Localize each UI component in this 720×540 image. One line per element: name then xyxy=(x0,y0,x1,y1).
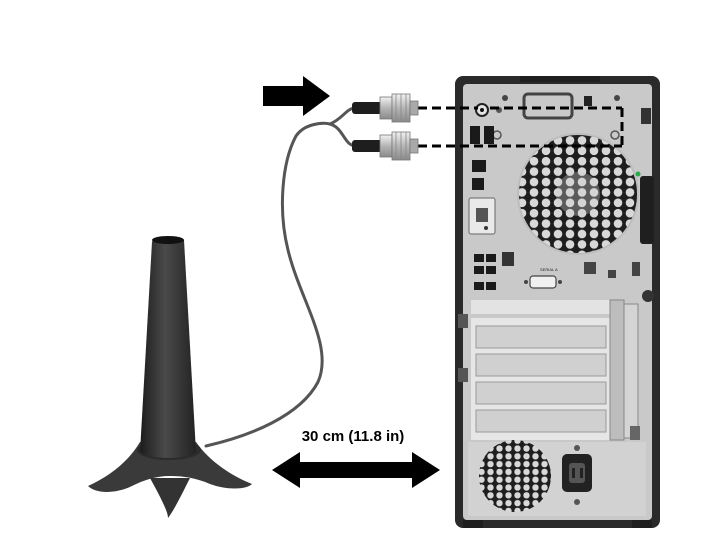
distance-indicator: 30 cm (11.8 in) xyxy=(272,428,440,488)
double-arrow-icon xyxy=(272,452,440,488)
distance-label: 30 cm (11.8 in) xyxy=(302,428,405,445)
computer-chassis-rear: SERIAL A xyxy=(455,76,660,528)
antenna-mast xyxy=(140,236,196,458)
exhaust-fan xyxy=(517,133,639,255)
expansion-slots xyxy=(458,299,639,441)
antenna-icon xyxy=(88,236,252,518)
psu-fan xyxy=(479,440,551,512)
connector-icon xyxy=(352,140,382,152)
side-latch xyxy=(640,176,654,244)
pointer-arrow-icon xyxy=(263,76,330,116)
lock-bracket xyxy=(522,92,574,120)
antenna-cable xyxy=(204,106,358,448)
antenna-base xyxy=(88,442,252,492)
serial-port xyxy=(529,275,557,289)
serial-port-label: SERIAL A xyxy=(540,267,558,272)
connection-guides xyxy=(418,106,624,148)
antenna-connector-top xyxy=(352,93,419,123)
power-supply xyxy=(468,426,646,516)
antenna-connector-bottom xyxy=(352,131,419,161)
connector-icon xyxy=(352,102,382,114)
